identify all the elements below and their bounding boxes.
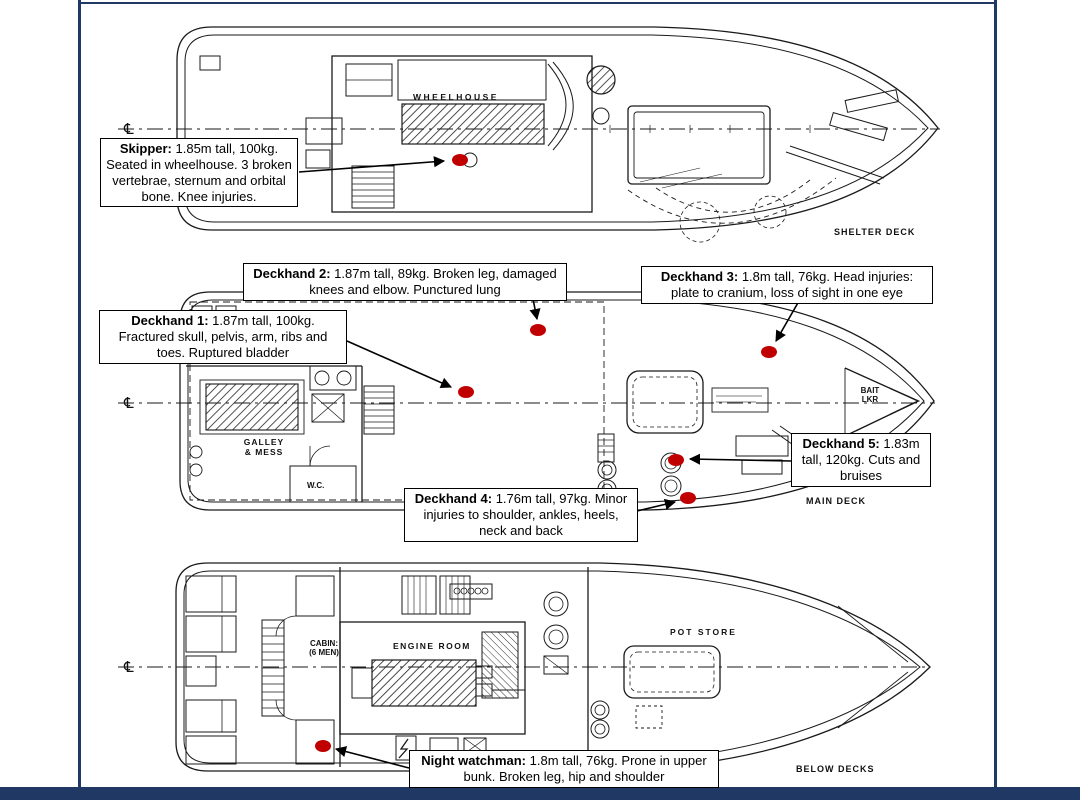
annotation-nightwatchman-text: 1.8m tall, 76kg. Prone in upper bunk. Br… xyxy=(463,753,707,784)
shelter-deck-plan: ℄ xyxy=(118,26,940,243)
leader-skipper xyxy=(298,156,446,173)
annotation-deckhand1-text: 1.87m tall, 100kg. Fractured skull, pelv… xyxy=(118,313,328,360)
bait-label-line1: BAIT xyxy=(860,386,880,395)
marker-nightwatchman xyxy=(315,740,331,752)
leader-deckhand3 xyxy=(775,300,800,342)
annotation-deckhand3: Deckhand 3: 1.8m tall, 76kg. Head injuri… xyxy=(641,266,933,304)
annotation-nightwatchman-name: Night watchman: xyxy=(421,753,527,768)
centerline-symbol-main: ℄ xyxy=(123,395,134,412)
annotation-deckhand4-name: Deckhand 4: xyxy=(414,491,493,506)
marker-deckhand4 xyxy=(680,492,696,504)
annotation-deckhand1-name: Deckhand 1: xyxy=(131,313,209,328)
shelter-deck-name-label: SHELTER DECK xyxy=(834,227,916,237)
annotation-skipper-name: Skipper: xyxy=(119,141,172,156)
marker-deckhand3 xyxy=(761,346,777,358)
leader-deckhand5 xyxy=(688,453,792,465)
page-frame-top xyxy=(78,2,997,4)
leader-deckhand1 xyxy=(346,340,453,389)
cabin-label-line1: CABIN: xyxy=(310,639,338,648)
leader-deckhand2 xyxy=(529,298,541,321)
annotation-deckhand3-name: Deckhand 3: xyxy=(660,269,739,284)
centerline-symbol-shelter: ℄ xyxy=(123,121,134,138)
cabin-label-line2: (6 MEN) xyxy=(309,648,339,657)
page-frame-left xyxy=(78,0,81,800)
galley-mess-label: GALLEY & MESS xyxy=(234,437,294,457)
leader-nightwatchman xyxy=(334,746,410,769)
cabin-label: CABIN: (6 MEN) xyxy=(296,639,352,657)
annotation-deckhand1: Deckhand 1: 1.87m tall, 100kg. Fractured… xyxy=(99,310,347,364)
annotation-nightwatchman: Night watchman: 1.8m tall, 76kg. Prone i… xyxy=(409,750,719,788)
marker-deckhand1 xyxy=(458,386,474,398)
annotation-skipper: Skipper: 1.85m tall, 100kg. Seated in wh… xyxy=(100,138,298,208)
marker-skipper xyxy=(452,154,468,166)
engine-room-label: ENGINE ROOM xyxy=(393,641,471,651)
pot-store-label: POT STORE xyxy=(670,627,737,637)
centerline-symbol-below: ℄ xyxy=(123,659,134,676)
annotation-deckhand4-text: 1.76m tall, 97kg. Minor injuries to shou… xyxy=(423,491,628,538)
page-frame-bottom-bar xyxy=(0,787,1080,800)
galley-label-line2: & MESS xyxy=(244,447,284,457)
galley-label-line1: GALLEY xyxy=(243,437,285,447)
main-deck-name-label: MAIN DECK xyxy=(806,496,866,506)
page-frame-right xyxy=(994,0,997,800)
annotation-deckhand3-text: 1.8m tall, 76kg. Head injuries: plate to… xyxy=(671,269,914,300)
marker-deckhand5 xyxy=(668,454,684,466)
annotation-leader-arrows xyxy=(298,156,800,769)
annotation-deckhand5-text: 1.83m tall, 120kg. Cuts and bruises xyxy=(801,436,921,483)
annotation-deckhand4: Deckhand 4: 1.76m tall, 97kg. Minor inju… xyxy=(404,488,638,542)
wc-label: W.C. xyxy=(307,481,325,490)
below-decks-plan: ℄ xyxy=(118,562,931,772)
bait-label-line2: LKR xyxy=(861,395,879,404)
annotation-deckhand2-name: Deckhand 2: xyxy=(253,266,331,281)
marker-deckhand2 xyxy=(530,324,546,336)
leader-deckhand4 xyxy=(636,498,677,512)
annotation-deckhand2-text: 1.87m tall, 89kg. Broken leg, damaged kn… xyxy=(309,266,557,297)
annotation-skipper-text: 1.85m tall, 100kg. Seated in wheelhouse.… xyxy=(106,141,292,204)
annotation-deckhand5: Deckhand 5: 1.83m tall, 120kg. Cuts and … xyxy=(791,433,931,487)
annotation-deckhand5-name: Deckhand 5: xyxy=(802,436,880,451)
annotation-deckhand2: Deckhand 2: 1.87m tall, 89kg. Broken leg… xyxy=(243,263,567,301)
wheelhouse-label: WHEELHOUSE xyxy=(413,92,499,102)
below-decks-name-label: BELOW DECKS xyxy=(796,764,875,774)
bait-locker-label: BAIT LKR xyxy=(848,386,892,404)
